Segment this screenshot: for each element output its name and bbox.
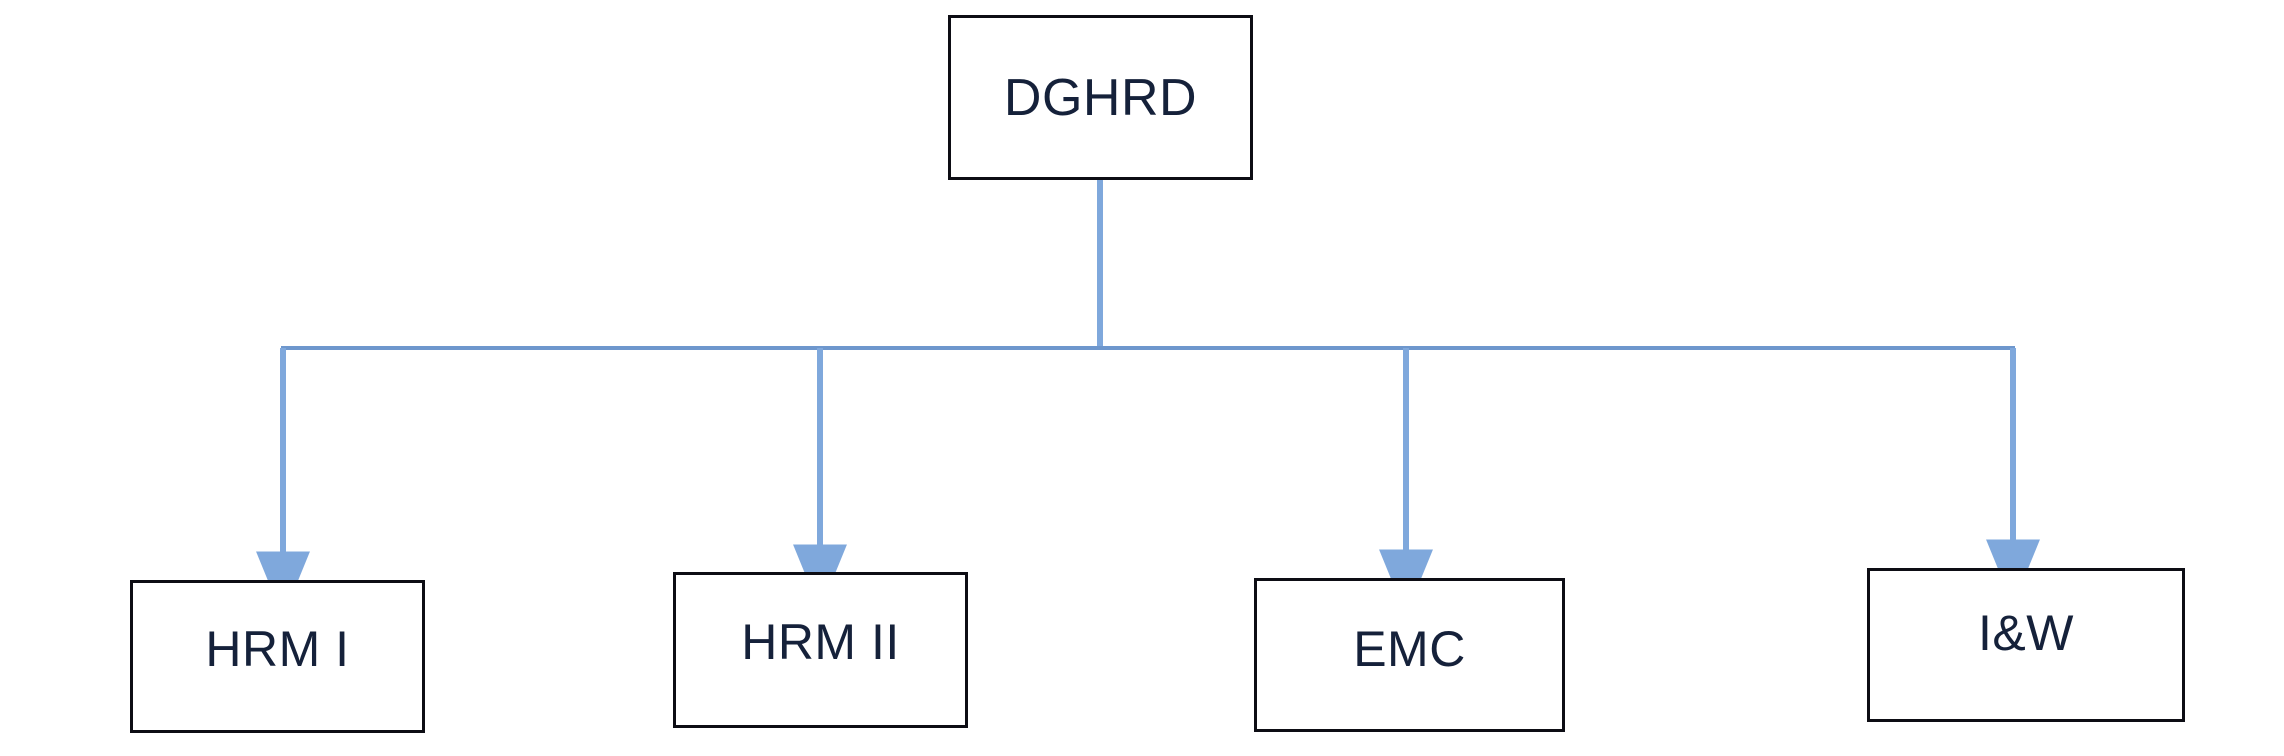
node-label-hrm-2: HRM II	[741, 614, 900, 670]
node-dghrd[interactable]: DGHRD	[948, 15, 1253, 180]
node-label-hrm-1: HRM I	[205, 620, 350, 677]
node-hrm-1[interactable]: HRM I	[130, 580, 425, 733]
node-emc[interactable]: EMC	[1254, 578, 1565, 732]
node-label-iw: I&W	[1978, 605, 2074, 661]
node-label-dghrd: DGHRD	[1003, 68, 1198, 127]
node-label-emc: EMC	[1353, 621, 1466, 677]
node-hrm-2[interactable]: HRM II	[673, 572, 968, 728]
node-iw[interactable]: I&W	[1867, 568, 2185, 722]
